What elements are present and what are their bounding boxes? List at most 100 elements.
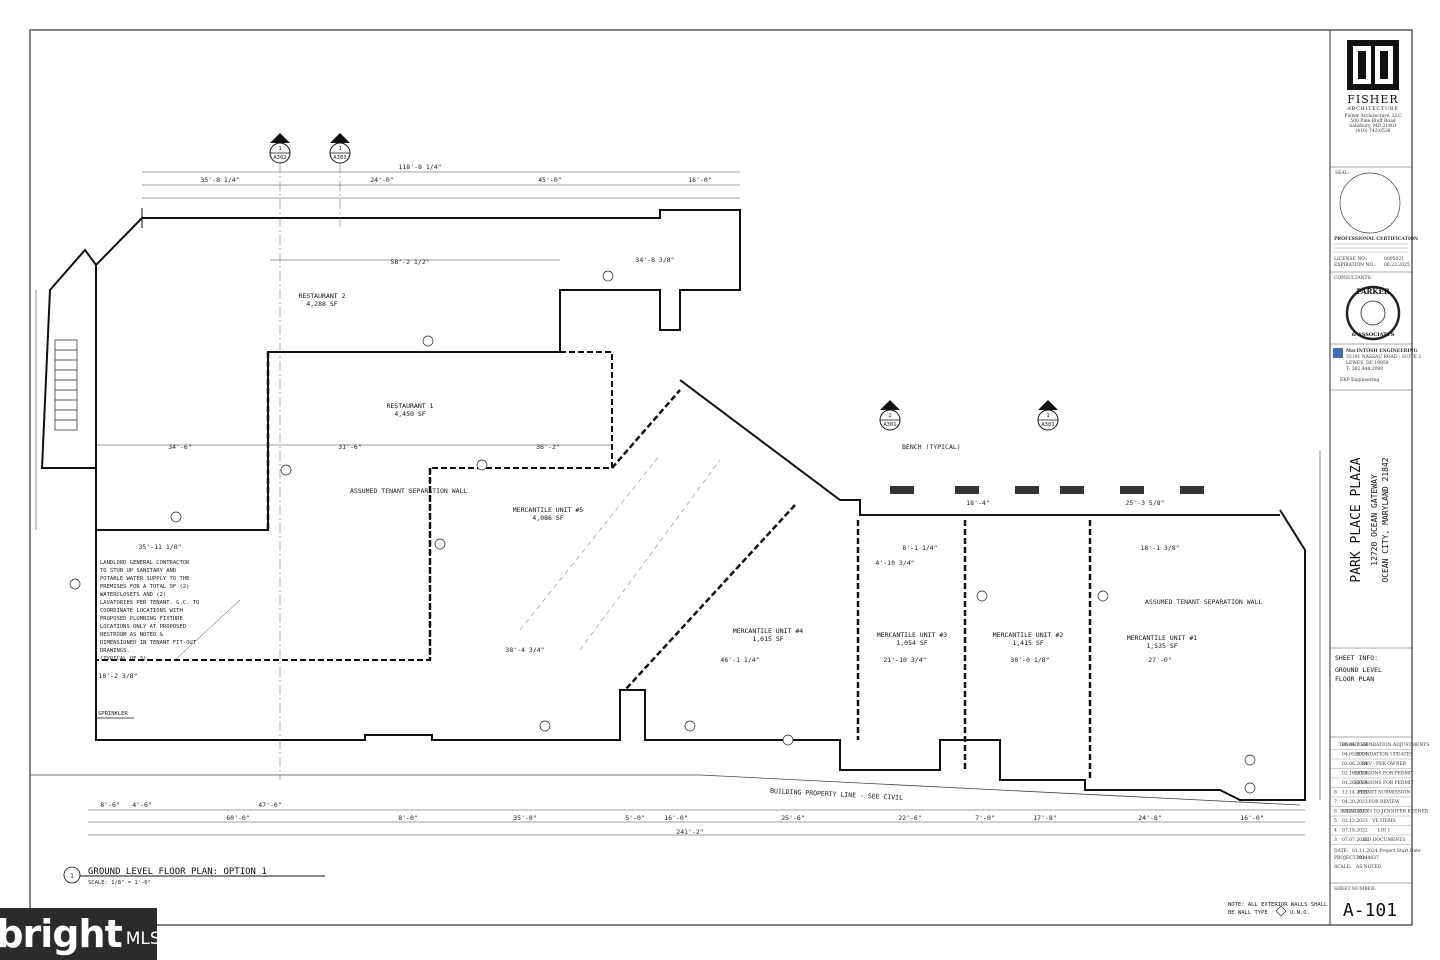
- revision-date: 03.06.2024: [1342, 761, 1368, 767]
- bottom-dim-12: 17'-8": [1033, 814, 1056, 822]
- bench-note: BENCH (TYPICAL): [902, 443, 961, 451]
- bottom-dim-10: 22'-6": [898, 814, 921, 822]
- top-dim-3: 45'-0": [538, 176, 561, 184]
- revision-number: 8: [1334, 790, 1337, 796]
- exterior-note-line: BE WALL TYPE: [1228, 910, 1268, 916]
- revision-number: 6: [1334, 809, 1337, 815]
- exterior-walls: [40, 208, 1306, 801]
- section-marker-1: 1 A302: [269, 133, 291, 164]
- mercantile-3-name: MERCANTILE UNIT #3: [877, 631, 948, 639]
- restaurant-2-name: RESTAURANT 2: [299, 292, 346, 300]
- section-marker-1-num: 1: [278, 146, 281, 152]
- section-marker-4-sheet: A301: [1041, 422, 1054, 428]
- project-name: PARK PLACE PLAZA: [1349, 457, 1364, 582]
- overall-width-dim: 118'-8 1/4": [398, 163, 441, 171]
- bottom-dim-3: 47'-0": [258, 801, 281, 809]
- watermark-suffix: MLS: [125, 929, 161, 949]
- bright-mls-watermark: bright MLS: [0, 908, 161, 960]
- revision-description: REVISIONS FOR PERMIT: [1354, 780, 1413, 786]
- landlord-note-line: PROPOSED PLUMBING FIXTURE: [100, 616, 183, 622]
- exterior-note-line: NOTE: ALL EXTERIOR WALLS SHALL: [1228, 902, 1328, 908]
- revision-number: 5: [1334, 818, 1337, 824]
- firm-sub: ARCHITECTURE: [1346, 106, 1398, 112]
- interior-dim-15: 4'-10 3/4": [875, 559, 914, 567]
- exterior-walls-note: NOTE: ALL EXTERIOR WALLS SHALL BE WALL T…: [1228, 902, 1328, 917]
- landlord-note-line: RESTROOM AS NOTED &: [100, 632, 164, 638]
- top-dim-1: 35'-8 1/4": [200, 176, 239, 184]
- date-value: 01.11.2024 Project Start Date: [1352, 848, 1421, 854]
- project-no-value: 20144037: [1356, 855, 1379, 861]
- sprinkler-label: SPRINKLER: [98, 711, 128, 717]
- sheet-number: A-101: [1343, 900, 1397, 921]
- revision-date: 07.18.2022: [1342, 828, 1368, 834]
- section-marker-3-num: 2: [888, 413, 891, 419]
- revision-description: SUBMISSION TO JENNIFER KEENER: [1340, 809, 1429, 815]
- sheet-info-line: GROUND LEVEL: [1335, 666, 1382, 674]
- drawing-scale: SCALE: 1/8" = 1'-0": [88, 880, 151, 886]
- revision-date: 02.13.2023: [1342, 818, 1368, 824]
- license-value: 0005021: [1384, 256, 1404, 262]
- bottom-dim-7: 5'-0": [625, 814, 645, 822]
- landlord-note-line: LANDLORD GENERAL CONTRACTOR: [100, 560, 190, 566]
- interior-dim-6: 35'-11 1/8": [138, 543, 181, 551]
- interior-dim-3: 34'-6": [168, 443, 191, 451]
- interior-dim-4: 31'-6": [338, 443, 361, 451]
- interior-dim-13: 10'-2 3/8": [98, 672, 137, 680]
- macintosh-line: 33191 NASSAU ROAD - SUITE 2: [1346, 354, 1421, 360]
- section-marker-2-sheet: A303: [333, 155, 346, 161]
- interior-dim-7: 38'-4 3/4": [505, 646, 544, 654]
- scale-label: SCALE:: [1334, 864, 1352, 870]
- revision-description: FOUNDATION UPDATES: [1355, 752, 1413, 758]
- interior-dim-10: 30'-0 1/8": [1010, 656, 1049, 664]
- project-no-label: PROJECT NO.:: [1334, 855, 1368, 861]
- section-marker-4-num: 1: [1046, 413, 1049, 419]
- project-address-1: 12720 OCEAN GATEWAY: [1370, 474, 1379, 566]
- mercantile-4-name: MERCANTILE UNIT #4: [733, 627, 804, 635]
- interior-dim-1: 58'-2 1/2": [390, 258, 429, 266]
- landlord-note-line: (TYPICAL OF 3): [100, 656, 146, 662]
- macintosh-line: MacINTOSH ENGINEERING: [1346, 348, 1418, 354]
- mercantile-5-area: 4,086 SF: [532, 514, 563, 522]
- bottom-dim-14: 16'-0": [1240, 814, 1263, 822]
- top-dim-2: 24'-0": [370, 176, 393, 184]
- mercantile-4-area: 1,615 SF: [752, 635, 783, 643]
- firm-address: Fisher Architecture, LLC: [1344, 113, 1402, 119]
- revision-number: 3: [1334, 837, 1337, 843]
- section-marker-2: 1 A303: [329, 133, 351, 164]
- tenant-wall-note-1: ASSUMED TENANT SEPARATION WALL: [350, 487, 467, 495]
- landlord-note-line: LAVATORIES PER TENANT. G.C. TO: [100, 600, 199, 606]
- property-line: [30, 774, 1301, 806]
- interior-dim-12: 18'-1 3/8": [1140, 544, 1179, 552]
- firm-address: Salisbury, MD 21801: [1349, 123, 1397, 129]
- section-marker-3-sheet: A301: [883, 422, 896, 428]
- interior-dim-11: 27'-0": [1148, 656, 1171, 664]
- sheet-info-line: FLOOR PLAN: [1335, 675, 1374, 683]
- revision-date: 06.04.2024: [1342, 742, 1368, 748]
- firm-address: (410) 742-0536: [1355, 127, 1390, 134]
- interior-dim-17: 25'-3 5/8": [1125, 499, 1164, 507]
- bottom-dim-6: 35'-0": [513, 814, 536, 822]
- restaurant-1-name: RESTAURANT 1: [387, 402, 434, 410]
- revision-date: 04.20.2023: [1342, 799, 1368, 805]
- fisher-logo: FISHER ARCHITECTURE Fisher Architecture,…: [1344, 40, 1402, 134]
- stair: [54, 339, 78, 431]
- expiration-label: EXPIRATION NO.:: [1334, 262, 1376, 268]
- interior-dim-8: 46'-1 1/4": [720, 656, 759, 664]
- seal-label: SEAL:: [1335, 170, 1350, 176]
- ekp-label: EKP Engineering: [1340, 377, 1379, 383]
- revision-date: 02.16.2024: [1342, 771, 1368, 777]
- project-address-2: OCEAN CITY, MARYLAND 21842: [1381, 457, 1390, 582]
- revision-description: FOR REVIEW: [1368, 799, 1400, 805]
- landlord-note-line: TO STUB UP SANITARY AND: [100, 568, 176, 574]
- sheet-border: [29, 29, 1413, 926]
- revision-description: VE ITEMS: [1371, 818, 1396, 824]
- interior-dim-16: 18'-4": [966, 499, 989, 507]
- revision-number: 4: [1334, 828, 1337, 834]
